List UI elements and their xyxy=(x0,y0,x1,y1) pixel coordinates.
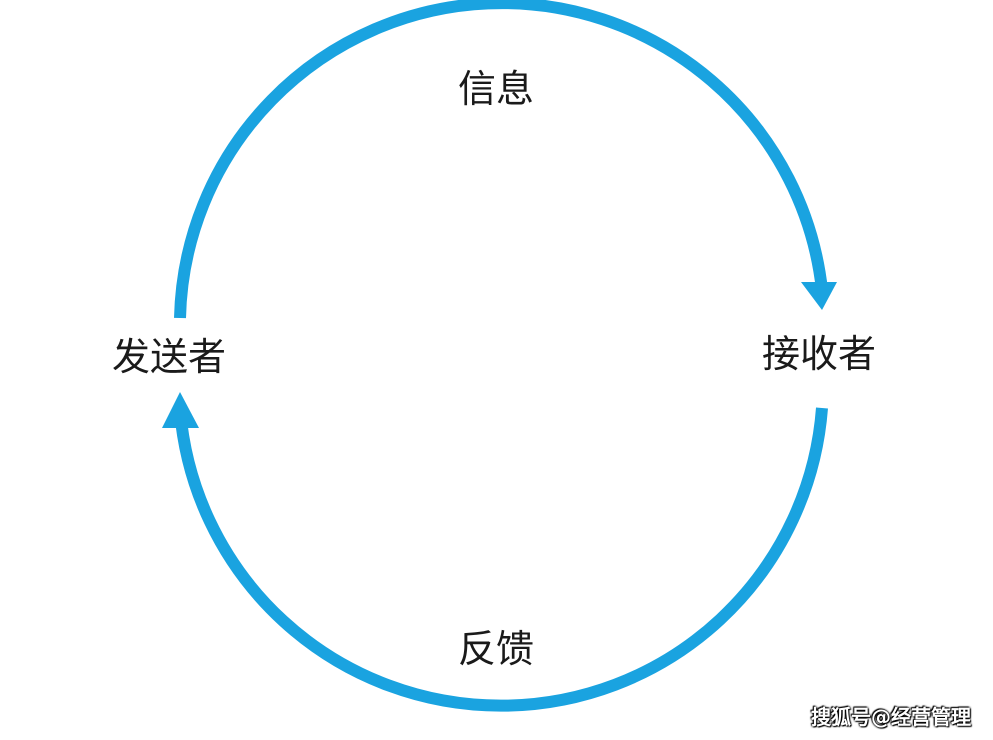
message-arrow-arc xyxy=(174,0,828,319)
feedback-arrowhead-icon xyxy=(162,392,199,428)
feedback-arrow-arc xyxy=(174,407,828,712)
watermark: 搜狐号@经营管理 xyxy=(811,705,971,729)
sender-node-label: 发送者 xyxy=(112,335,227,379)
receiver-node-label: 接收者 xyxy=(762,332,877,376)
message-edge-label: 信息 xyxy=(458,67,535,111)
message-arrowhead-icon xyxy=(801,282,837,310)
feedback-edge-label: 反馈 xyxy=(458,627,535,671)
